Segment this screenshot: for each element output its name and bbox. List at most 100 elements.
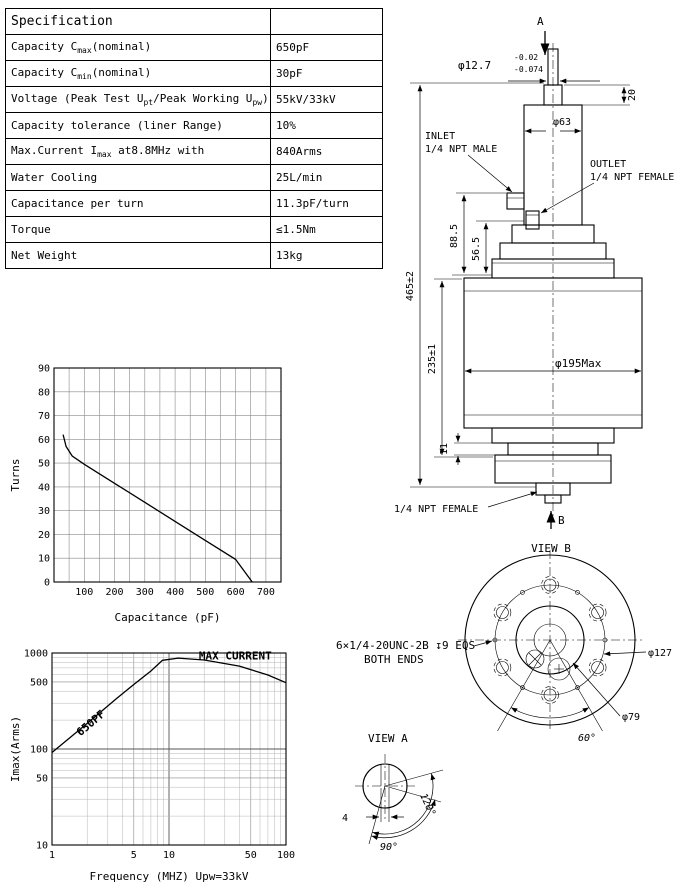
shaft-tol-lower: -0.074 [514,65,543,74]
dim-90-text: 90° [380,842,398,853]
y-tick-label: 1000 [24,649,48,660]
spec-label: Voltage (Peak Test Upt/Peak Working Upw) [5,86,271,113]
spec-label: Capacity Cmin(nominal) [5,60,271,87]
outlet-label-line1: OUTLET [590,159,626,170]
inlet-fitting: INLET 1/4 NPT MALE [425,131,525,210]
dimension-88-5: 88.5 [449,192,506,276]
shaft-dim-text: φ12.7 [458,59,491,72]
spec-label: Water Cooling [5,164,271,191]
x-tick-label: 500 [196,587,214,598]
capacitor-outline-drawing: A φ12.7 -0.02 -0.074 20 φ63 [394,15,674,529]
dim-60-text: 60° [578,733,596,744]
spec-label: Net Weight [5,242,271,269]
spec-value: 30pF [270,60,383,87]
npt-female-text: 1/4 NPT FEMALE [394,504,478,515]
view-b-title: VIEW B [531,542,571,555]
x-tick-label: 5 [131,850,137,861]
spec-header-row: Specification [5,8,383,35]
dimension-20: 20 [564,84,638,106]
spec-row: Capacity Cmax(nominal)650pF [5,34,383,61]
x-axis-label: Capacitance (pF) [115,611,221,624]
x-tick-label: 50 [245,850,257,861]
flange-circles [464,554,636,726]
dim-465-text: 465±2 [405,271,416,301]
view-b-drawing: VIEW B [458,542,672,744]
spec-value: 840Arms [270,138,383,165]
dim-885-text: 88.5 [449,224,460,248]
angle-dimensions: 120° 90° [368,769,444,853]
spec-label: Max.Current Imax at8.8MHz with [5,138,271,165]
spec-row: Voltage (Peak Test Upt/Peak Working Upw)… [5,86,383,113]
inlet-label-line1: INLET [425,131,455,142]
spec-value: 55kV/33kV [270,86,383,113]
section-arrow-b: B [546,511,565,529]
y-axis-label: Imax(Arms) [9,716,22,782]
y-tick-label: 30 [38,506,50,517]
imax-curve [51,657,287,754]
water-fittings [525,649,571,681]
spec-header-value-cell [270,8,383,35]
x-tick-label: 700 [257,587,275,598]
dim-565-text: 56.5 [471,237,482,261]
spec-label: Capacity tolerance (liner Range) [5,112,271,139]
x-tick-label: 200 [105,587,123,598]
outlet-label-line2: 1/4 NPT FEMALE [590,172,674,183]
dim-63-text: φ63 [553,117,571,128]
dimension-79: φ79 [572,662,640,723]
bolt-note-line2: BOTH ENDS [364,653,424,666]
spec-value: 10% [270,112,383,139]
spec-value: 25L/min [270,164,383,191]
chart-annotation: MAX CURRENT [199,649,272,662]
x-tick-label: 1 [49,850,55,861]
outlet-fitting: OUTLET 1/4 NPT FEMALE [525,159,674,230]
y-tick-label: 100 [30,745,48,756]
dim-120-text: 120° [417,792,437,818]
spec-value: ≤1.5Nm [270,216,383,243]
chart-annotation: 650PF [74,708,108,739]
turns-curve [62,434,253,583]
x-axis-label: Frequency (MHZ) Upw=33kV [90,870,249,883]
plot-border [51,652,287,846]
inlet-label-line2: 1/4 NPT MALE [425,144,497,155]
view-a-drawing: VIEW A 4 120° 90° [342,732,444,853]
x-tick-label: 100 [75,587,93,598]
bottom-npt-label: 1/4 NPT FEMALE [394,491,538,515]
shaft-diameter-dimension: φ12.7 -0.02 -0.074 [458,53,600,84]
y-tick-label: 20 [38,530,50,541]
spec-title: Specification [5,8,271,35]
dimension-60deg: 60° [497,639,603,744]
section-a-label: A [537,15,544,28]
y-tick-label: 50 [38,459,50,470]
spec-row: Capacity tolerance (liner Range)10% [5,112,383,139]
dim-235-text: 235±1 [427,344,438,374]
view-a-title: VIEW A [368,732,408,745]
section-b-label: B [558,514,565,527]
y-axis-label: Turns [9,458,22,491]
dimension-465: 465±2 [405,82,544,488]
y-tick-label: 60 [38,435,50,446]
dim-127-text: φ127 [648,648,672,659]
bolt-note-leader [473,640,493,647]
plot-border [53,367,282,583]
spec-row: Capacity Cmin(nominal)30pF [5,60,383,87]
spec-value: 650pF [270,34,383,61]
y-tick-label: 80 [38,387,50,398]
spec-label: Capacity Cmax(nominal) [5,34,271,61]
dimension-11: 11 [439,433,508,465]
spec-table: Specification Capacity Cmax(nominal)650p… [5,8,383,269]
spec-label: Capacitance per turn [5,190,271,217]
dimension-56-5: 56.5 [471,220,524,273]
x-tick-label: 10 [163,850,175,861]
x-tick-label: 300 [136,587,154,598]
spec-row: Torque≤1.5Nm [5,216,383,243]
dimension-127: φ127 [603,648,672,659]
x-tick-label: 100 [277,850,295,861]
